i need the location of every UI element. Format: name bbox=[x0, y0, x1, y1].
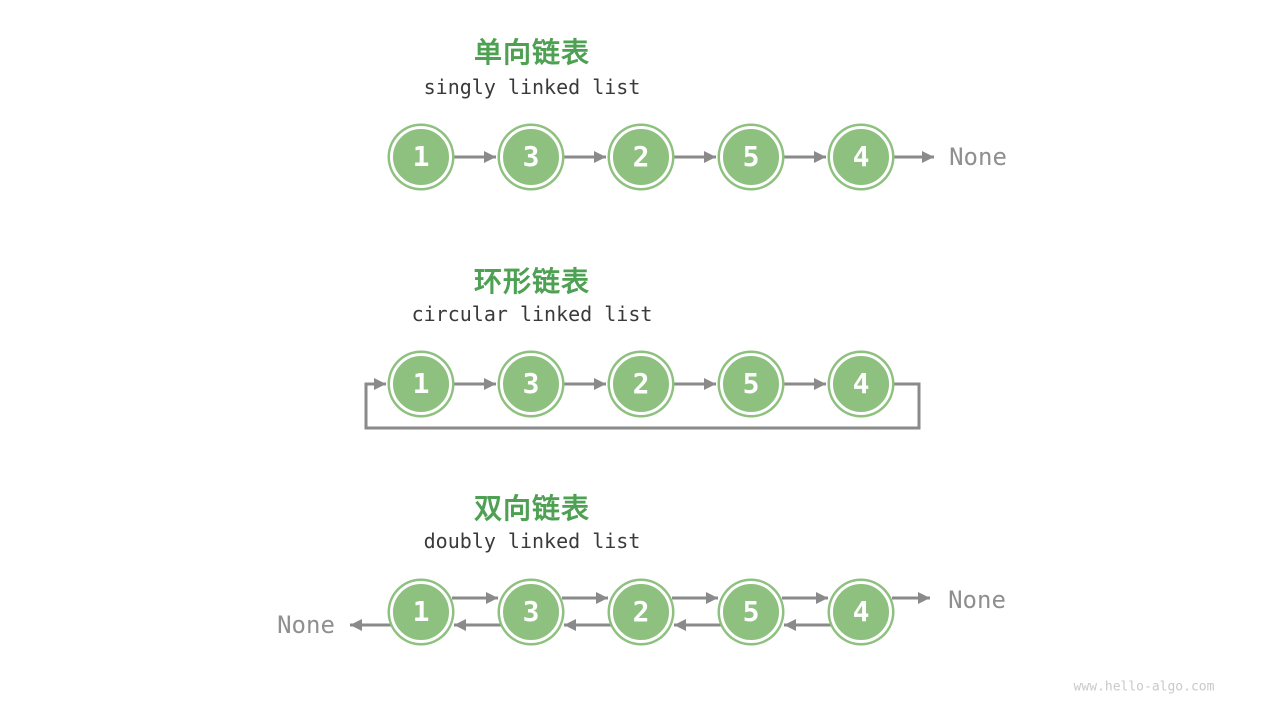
singly-title-en: singly linked list bbox=[423, 75, 641, 99]
node-value: 1 bbox=[412, 140, 430, 173]
circular-node-0: 1 bbox=[390, 353, 452, 415]
node-value: 3 bbox=[522, 367, 540, 400]
doubly-node-0: 1 bbox=[390, 581, 452, 643]
node-value: 2 bbox=[632, 367, 650, 400]
circular-node-3: 5 bbox=[720, 353, 782, 415]
doubly-node-1: 3 bbox=[500, 581, 562, 643]
doubly-none-label-right: None bbox=[948, 586, 1006, 614]
singly-node-0: 1 bbox=[390, 126, 452, 188]
node-value: 5 bbox=[742, 367, 760, 400]
doubly-node-4: 4 bbox=[830, 581, 892, 643]
node-value: 5 bbox=[742, 140, 760, 173]
node-value: 1 bbox=[412, 595, 430, 628]
doubly-none-label-left: None bbox=[277, 611, 335, 639]
circular-arrow-loop bbox=[364, 378, 921, 430]
node-value: 4 bbox=[852, 367, 870, 400]
node-value: 2 bbox=[632, 140, 650, 173]
node-value: 1 bbox=[412, 367, 430, 400]
node-value: 5 bbox=[742, 595, 760, 628]
circular-title-en: circular linked list bbox=[411, 302, 653, 326]
watermark: www.hello-algo.com bbox=[1073, 679, 1215, 695]
circular-node-1: 3 bbox=[500, 353, 562, 415]
doubly-node-3: 5 bbox=[720, 581, 782, 643]
circular-title-zh: 环形链表 bbox=[473, 266, 591, 297]
doubly-title-en: doubly linked list bbox=[423, 529, 641, 553]
node-value: 3 bbox=[522, 140, 540, 173]
singly-node-1: 3 bbox=[500, 126, 562, 188]
circular-node-4: 4 bbox=[830, 353, 892, 415]
singly-node-4: 4 bbox=[830, 126, 892, 188]
singly-title-zh: 单向链表 bbox=[473, 37, 591, 68]
circular-node-2: 2 bbox=[610, 353, 672, 415]
singly-node-2: 2 bbox=[610, 126, 672, 188]
doubly-node-2: 2 bbox=[610, 581, 672, 643]
node-value: 4 bbox=[852, 595, 870, 628]
node-value: 2 bbox=[632, 595, 650, 628]
node-value: 4 bbox=[852, 140, 870, 173]
node-value: 3 bbox=[522, 595, 540, 628]
doubly-title-zh: 双向链表 bbox=[473, 493, 591, 524]
singly-none-label: None bbox=[949, 143, 1007, 171]
singly-node-3: 5 bbox=[720, 126, 782, 188]
